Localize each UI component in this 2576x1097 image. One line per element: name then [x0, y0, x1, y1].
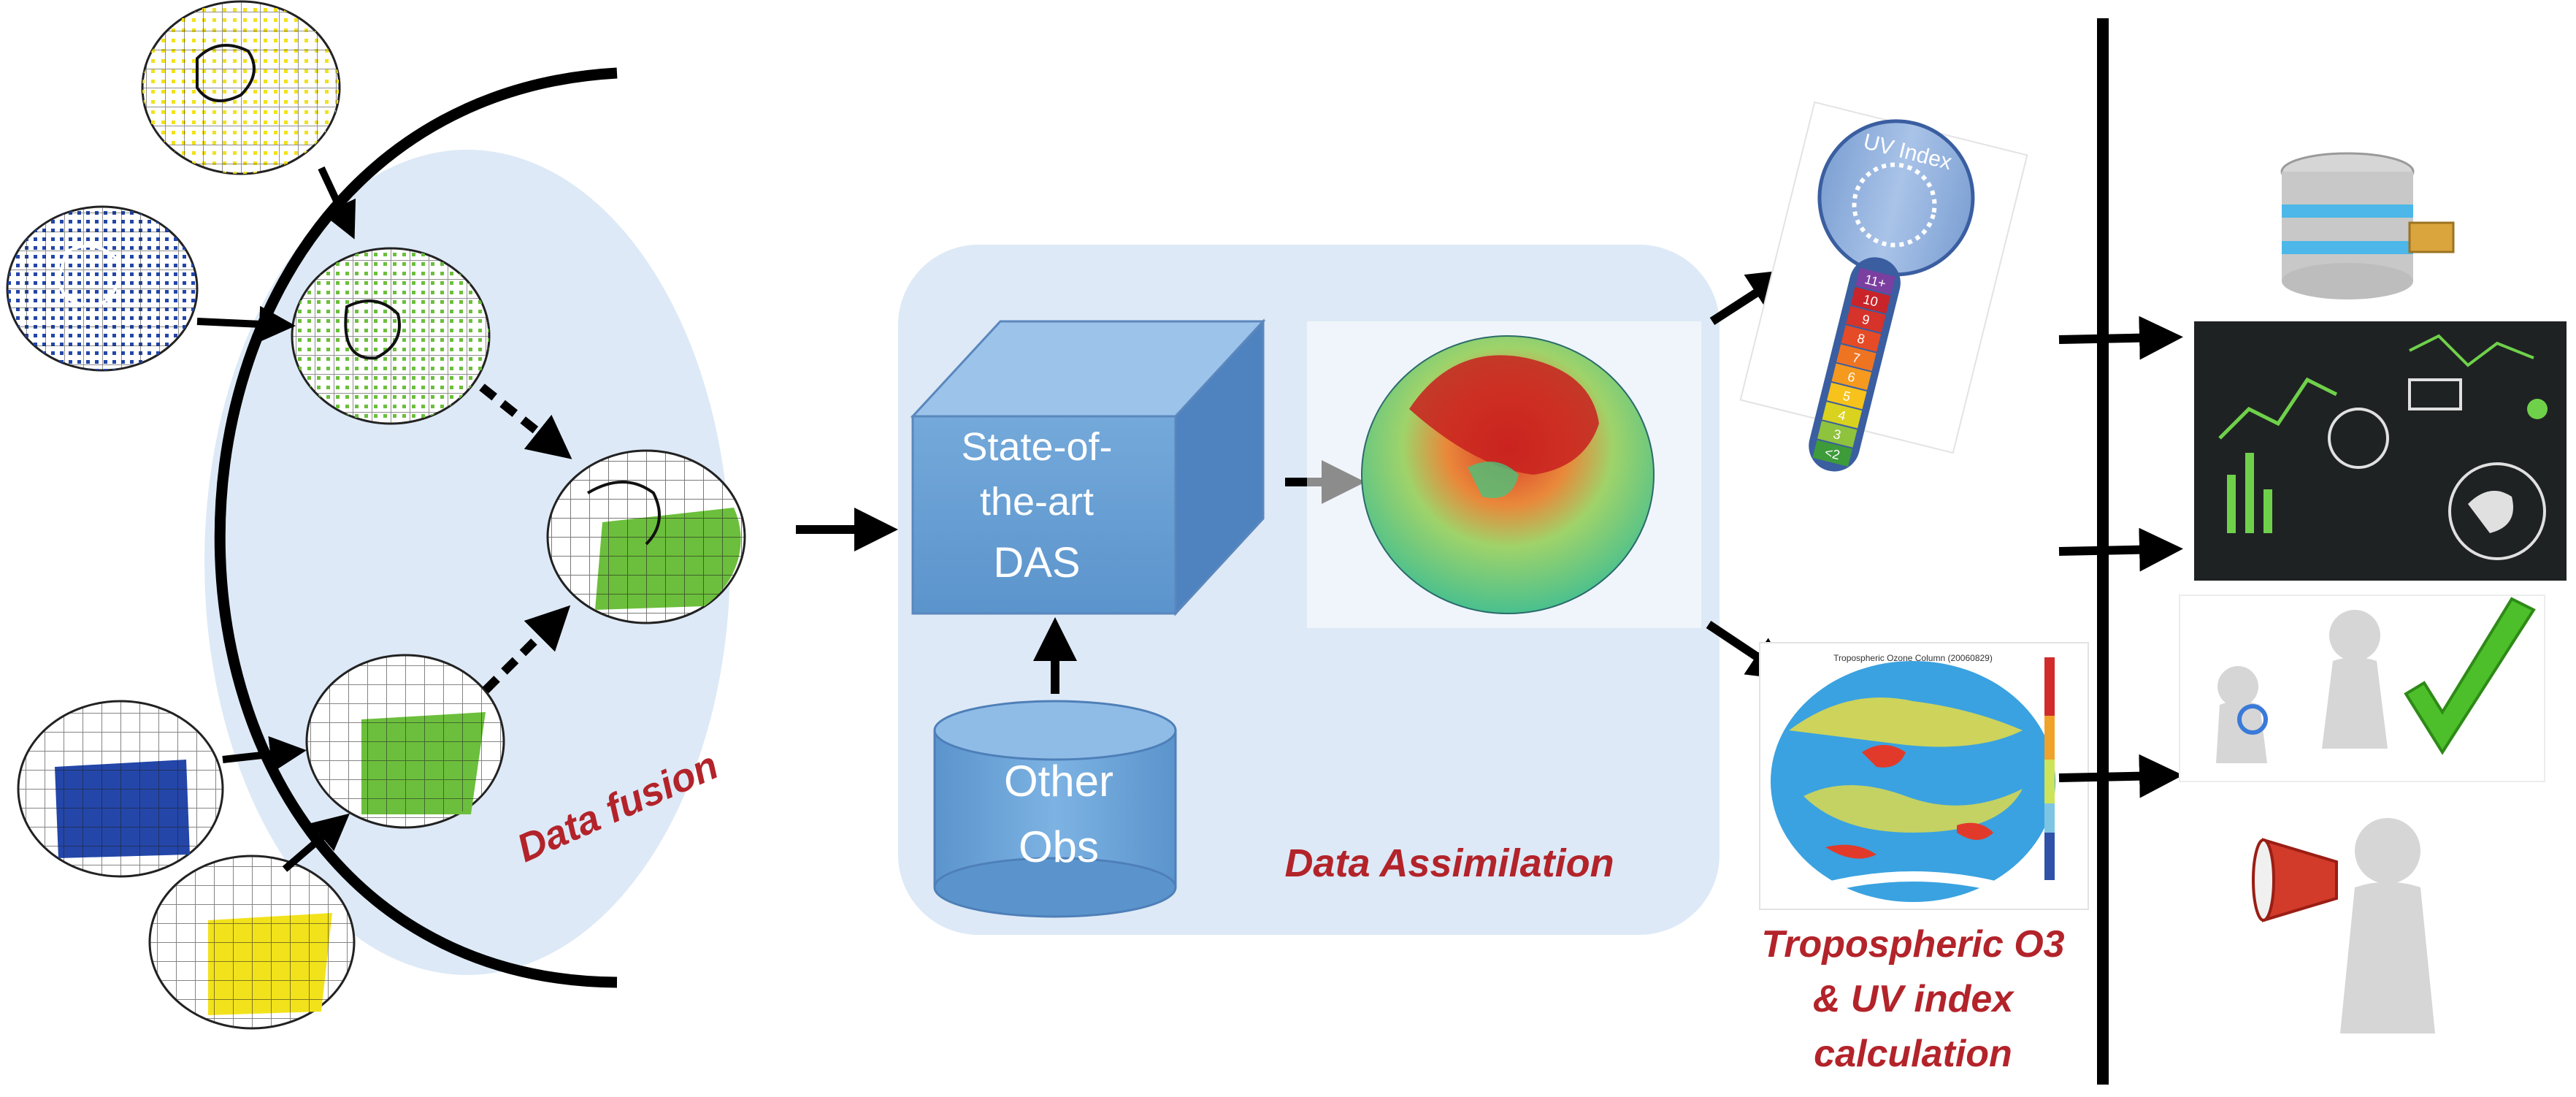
- das-label-line2: the-art: [980, 480, 1094, 524]
- input-arc: [214, 67, 618, 988]
- chalkboard-analytics-icon: [2194, 321, 2567, 581]
- blue-regional-globe: [17, 700, 224, 878]
- uv-scale-label: 9: [1860, 312, 1871, 328]
- arrow-output-verification: [2058, 754, 2183, 798]
- uv-scale-label: 5: [1841, 389, 1852, 405]
- other-obs-cylinder: Other Obs: [933, 700, 1177, 918]
- uv-scale-segment: [1850, 286, 1891, 314]
- ozone-analysis-globe: [1307, 321, 1701, 628]
- green-merged-globe: [291, 247, 491, 425]
- dashed-arrow-upper: [479, 383, 572, 459]
- uv-scale-segment: [1836, 344, 1877, 371]
- yellow-regional-globe: [148, 855, 356, 1030]
- tropo-label-line2: & UV index: [1813, 978, 2015, 1020]
- uv-scale-segment: [1831, 363, 1872, 391]
- uv-scale-segment: [1822, 402, 1863, 429]
- tropo-label-line1: Tropospheric O3: [1761, 923, 2064, 966]
- uv-scale-label: 10: [1862, 291, 1879, 309]
- uv-scale-label: 3: [1832, 427, 1843, 443]
- arrow-to-uv-index: [1709, 269, 1793, 326]
- green-fused-globe: [546, 449, 746, 624]
- uv-scale-label: 7: [1851, 350, 1862, 366]
- uv-scale-label: 6: [1846, 369, 1857, 385]
- uv-scale-segment: [1841, 325, 1882, 352]
- arrow-output-analytics: [2058, 316, 2183, 360]
- dashed-arrow-lower: [482, 605, 571, 694]
- arrow-blue-to-green-regional: [222, 735, 307, 773]
- uv-scale-segment: [1817, 421, 1858, 448]
- tropo-label-line3: calculation: [1814, 1033, 2012, 1075]
- uv-scale-label: 4: [1836, 408, 1847, 424]
- yellow-data-globe: [141, 0, 341, 175]
- uv-scale-label: 8: [1855, 331, 1866, 347]
- green-regional-globe: [305, 654, 505, 829]
- uv-scale-segment: [1812, 440, 1852, 467]
- tropospheric-ozone-map: Tropospheric Ozone Column (20060829): [1759, 642, 2089, 910]
- megaphone-figure-icon: [2234, 796, 2512, 1048]
- uv-scale-label: <2: [1823, 445, 1841, 462]
- arrow-yellow-to-merged: [318, 166, 356, 240]
- blue-data-globe: [6, 205, 199, 372]
- arrow-output-chalkboard: [2058, 527, 2183, 572]
- uv-scale-segment: [1827, 382, 1867, 410]
- das-cube: State-of- the-art DAS: [910, 318, 1266, 616]
- uv-scale-segment: [1846, 306, 1886, 333]
- ozone-map-title: Tropospheric Ozone Column (20060829): [1833, 653, 1993, 663]
- obs-label-line2: Obs: [1019, 822, 1099, 871]
- obs-label-line1: Other: [1004, 757, 1113, 806]
- das-label-line1: State-of-: [961, 425, 1112, 469]
- arrow-yellow-to-green-regional: [282, 813, 350, 872]
- uv-scale-segment: [1855, 267, 1895, 295]
- arrow-blue-to-merged: [196, 305, 296, 343]
- data-assimilation-label: Data Assimilation: [1284, 841, 1614, 885]
- database-icon: [2249, 152, 2475, 299]
- das-label-line3: DAS: [993, 539, 1080, 586]
- checkmark-figure-icon: [2179, 595, 2545, 782]
